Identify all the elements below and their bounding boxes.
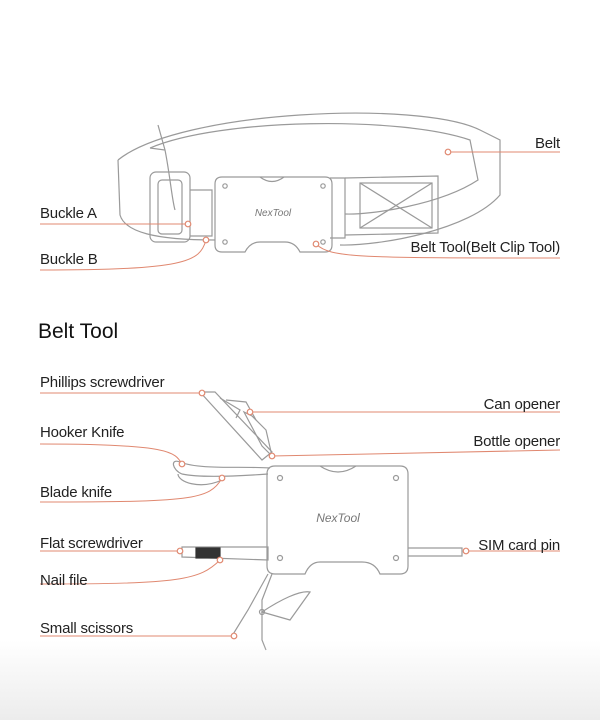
label-sim-card-pin: SIM card pin [478, 537, 560, 554]
label-nail-file: Nail file [40, 572, 88, 589]
label-blade-knife: Blade knife [40, 484, 113, 501]
buckle-b-callout-dot [202, 236, 210, 244]
can-opener-callout-dot [246, 408, 254, 416]
sim-pin [408, 547, 463, 557]
blade-knife-callout-dot [218, 474, 226, 482]
label-belt: Belt [534, 135, 560, 152]
label-flat-screwdriver: Flat screwdriver [40, 535, 143, 552]
sim-pin-callout-dot [462, 547, 470, 555]
bottle-opener-callout-dot [268, 452, 276, 460]
label-phillips-screwdriver: Phillips screwdriver [40, 374, 165, 391]
flat-screwdriver-blade [181, 546, 269, 561]
belt-brand-logo: NexTool [255, 208, 292, 219]
label-belt-tool: Belt Tool(Belt Clip Tool) [410, 239, 560, 256]
label-can-opener: Can opener [483, 396, 561, 413]
label-buckle-b: Buckle B [40, 251, 98, 268]
belt-illustration [117, 112, 501, 253]
buckle-a-callout-dot [184, 220, 192, 228]
label-buckle-a: Buckle A [40, 205, 97, 222]
scissors-callout-dot [230, 632, 238, 640]
belt-callouts [39, 151, 561, 271]
tool-brand-logo: NexTool [316, 511, 360, 525]
label-small-scissors: Small scissors [40, 620, 134, 637]
tool-card [266, 465, 409, 575]
buckle-a-shape [149, 171, 191, 243]
phillips-callout-dot [198, 389, 206, 397]
hooker-knife-blade [172, 460, 271, 477]
hooker-knife-callout-dot [178, 460, 186, 468]
phillips-screwdriver-arm [198, 391, 273, 461]
tool-callouts [39, 392, 561, 637]
flat-screwdriver-callout-dot [176, 547, 184, 555]
section-heading: Belt Tool [38, 320, 119, 343]
nail-file-callout-dot [216, 556, 224, 564]
bottom-fade [0, 640, 600, 720]
belt-callout-dot [444, 148, 452, 156]
belt-tool-card [214, 176, 333, 253]
label-hooker-knife: Hooker Knife [40, 424, 125, 441]
label-bottle-opener: Bottle opener [473, 433, 560, 450]
belt-tool-callout-dot [312, 240, 320, 248]
